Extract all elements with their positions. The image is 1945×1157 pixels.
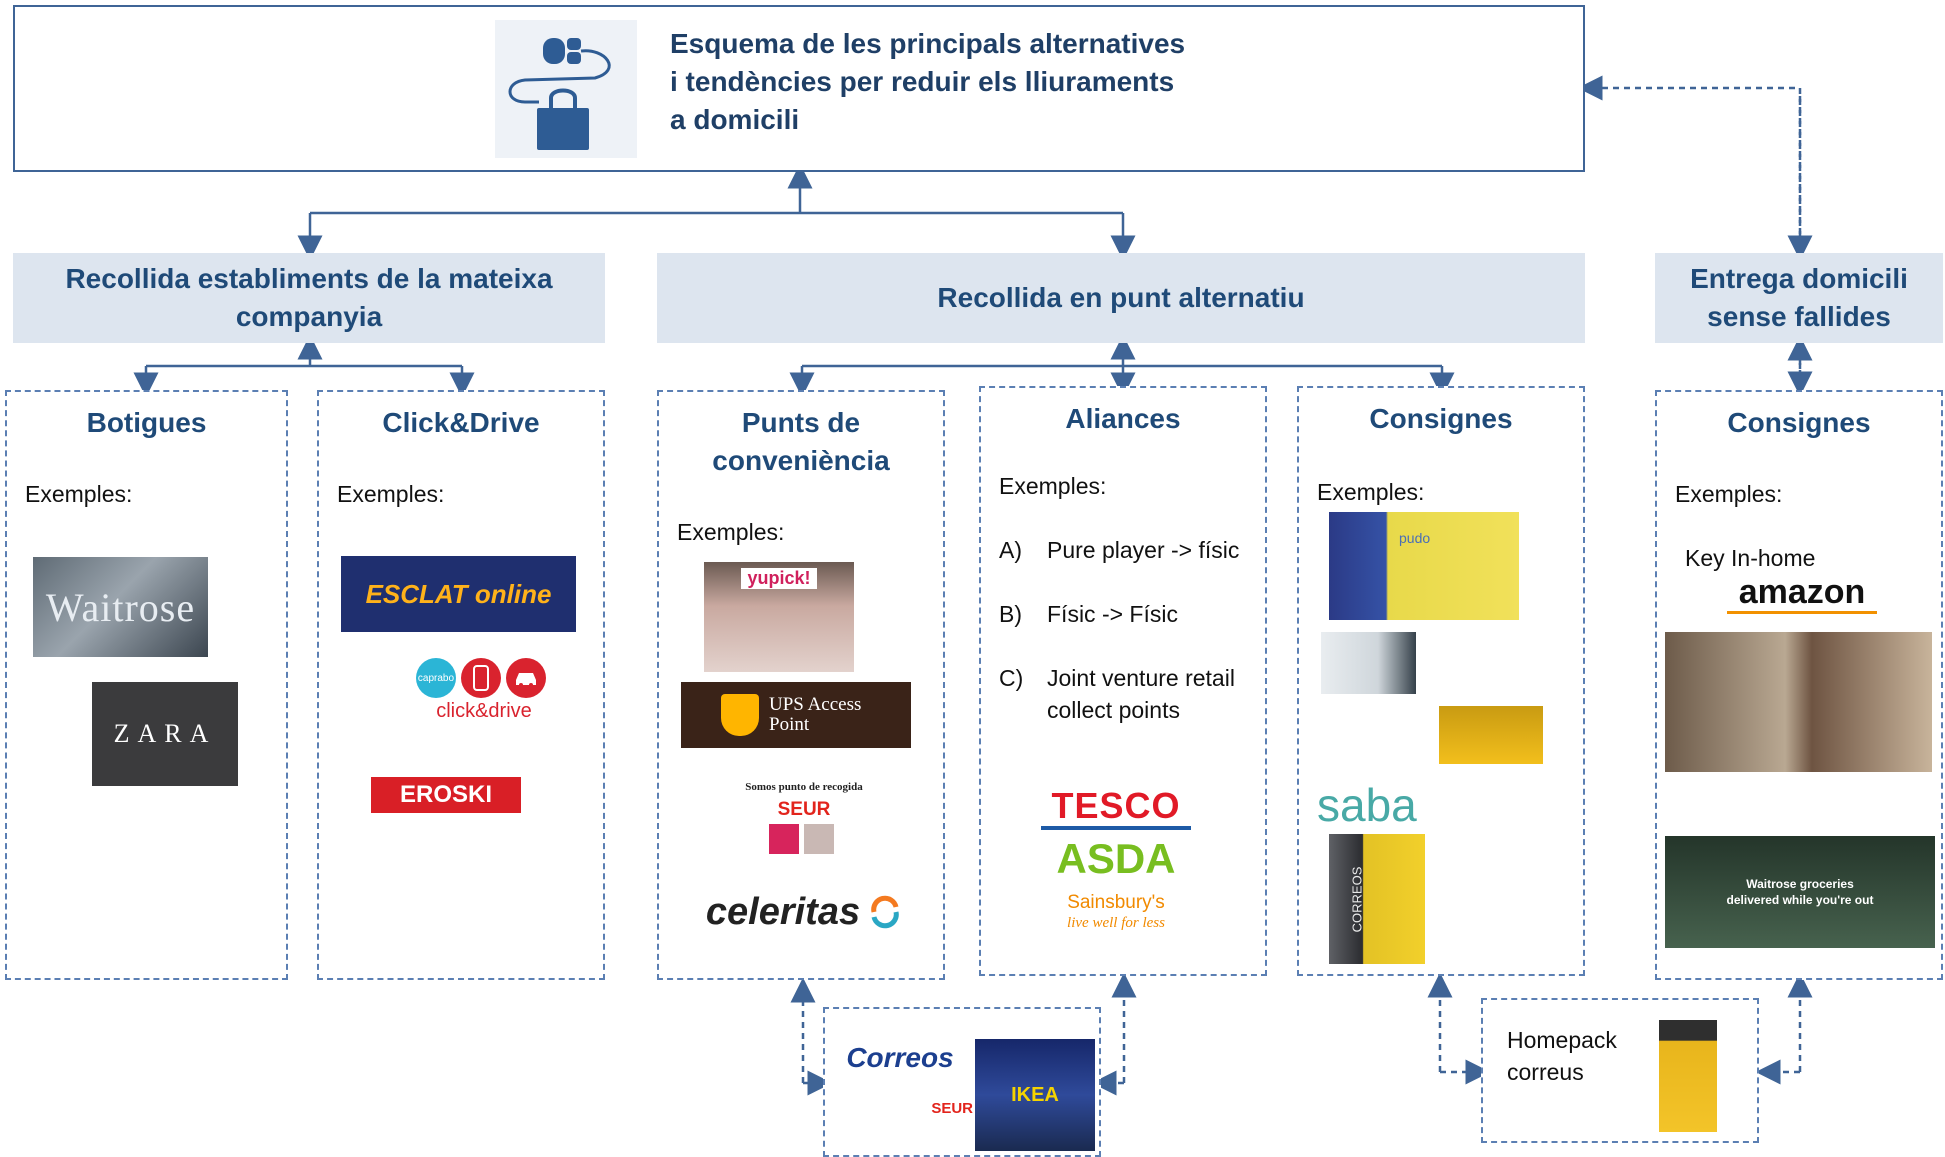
list-item: Físic -> Físic [1047,601,1178,627]
box-title: Consignes [1369,403,1513,434]
category-home-delivery: Entrega domicili sense fallides [1655,253,1943,343]
sainsburys-logo: Sainsbury's [1067,893,1165,913]
box-botigues: Botigues Exemples: Waitrose ZARA [5,390,288,980]
in-home-delivery-photo [1665,632,1932,772]
waitrose-logo: Waitrose [33,557,208,657]
ikea-store-photo: IKEA [975,1039,1095,1151]
locker-photo [1321,632,1416,694]
box-title: Aliances [1065,403,1181,434]
car-icon [506,658,546,698]
saba-logo: saba [1317,779,1417,831]
category-same-company: Recollida establiments de la mateixa com… [13,253,605,343]
examples-label: Exemples: [677,519,785,545]
box-click-drive: Click&Drive Exemples: ESCLAT online capr… [317,390,605,980]
box-homepack: Homepack correus [1481,998,1759,1143]
homepack-locker-photo [1659,1020,1717,1132]
mouse-bag-icon [495,20,637,158]
relay-icon [769,824,799,854]
key-in-home-label: Key In-home [1685,545,1816,571]
tesco-logo: TESCO [1041,786,1191,830]
list-marker: A) [999,537,1022,563]
punto-pack-icon [804,824,834,854]
punto-recogida-label: Somos punto de recogida [745,781,863,793]
ups-access-point-logo: UPS Access Point [681,682,911,748]
correos-logo: Correos [846,1042,954,1073]
yupick-logo: yupick! [704,562,854,672]
eroski-logo: EROSKI [371,777,521,813]
box-title: Consignes [1727,407,1871,438]
yellow-locker-photo [1439,706,1543,764]
esclat-logo: ESCLAT online [341,556,576,632]
seur-logo: SEUR [931,1099,973,1117]
correos-locker-photo: CORREOS [1329,834,1425,964]
homepack-label: Homepack correus [1507,1027,1617,1085]
phone-icon [461,658,501,698]
list-item: Pure player -> físic [1047,537,1240,563]
examples-label: Exemples: [1317,479,1425,505]
title-box [13,5,1585,172]
list-marker: C) [999,665,1024,691]
sainsburys-slogan: live well for less [1067,914,1165,931]
box-aliances: Aliances Exemples: A) Pure player -> fís… [979,386,1267,976]
seur-logo: SEUR [777,799,831,820]
zara-logo: ZARA [92,682,238,786]
caprabo-logo: caprabo [416,658,456,698]
box-title: Botigues [86,407,207,438]
list-marker: B) [999,601,1022,627]
amazon-logo: amazon [1727,574,1877,614]
examples-label: Exemples: [1675,481,1783,507]
celeritas-logo: celeritas [689,887,919,937]
list-item: Joint venture retail collect points [1047,665,1235,723]
pudo-locker-photo: pudo [1329,512,1519,620]
box-title: Punts de conveniència [712,407,890,476]
box-punts-conveniencia: Punts de conveniència Exemples: yupick! … [657,390,945,980]
diagram-title: Esquema de les principals alternatives i… [670,28,1186,135]
asda-logo: ASDA [1056,836,1176,882]
box-consignes-home: Consignes Exemples: Key In-home amazon W… [1655,390,1943,980]
box-consignes-alt: Consignes Exemples: pudo saba CORREOS [1297,386,1585,976]
waitrose-delivery-photo: Waitrose groceries delivered while you'r… [1665,836,1935,948]
box-title: Click&Drive [382,407,540,438]
click-drive-logo: click&drive [436,699,532,722]
box-correos-ikea: Correos SEUR IKEA [823,1007,1101,1157]
category-alternative-point: Recollida en punt alternatiu [657,253,1585,343]
examples-label: Exemples: [337,481,445,507]
examples-label: Exemples: [25,481,133,507]
examples-label: Exemples: [999,473,1107,499]
